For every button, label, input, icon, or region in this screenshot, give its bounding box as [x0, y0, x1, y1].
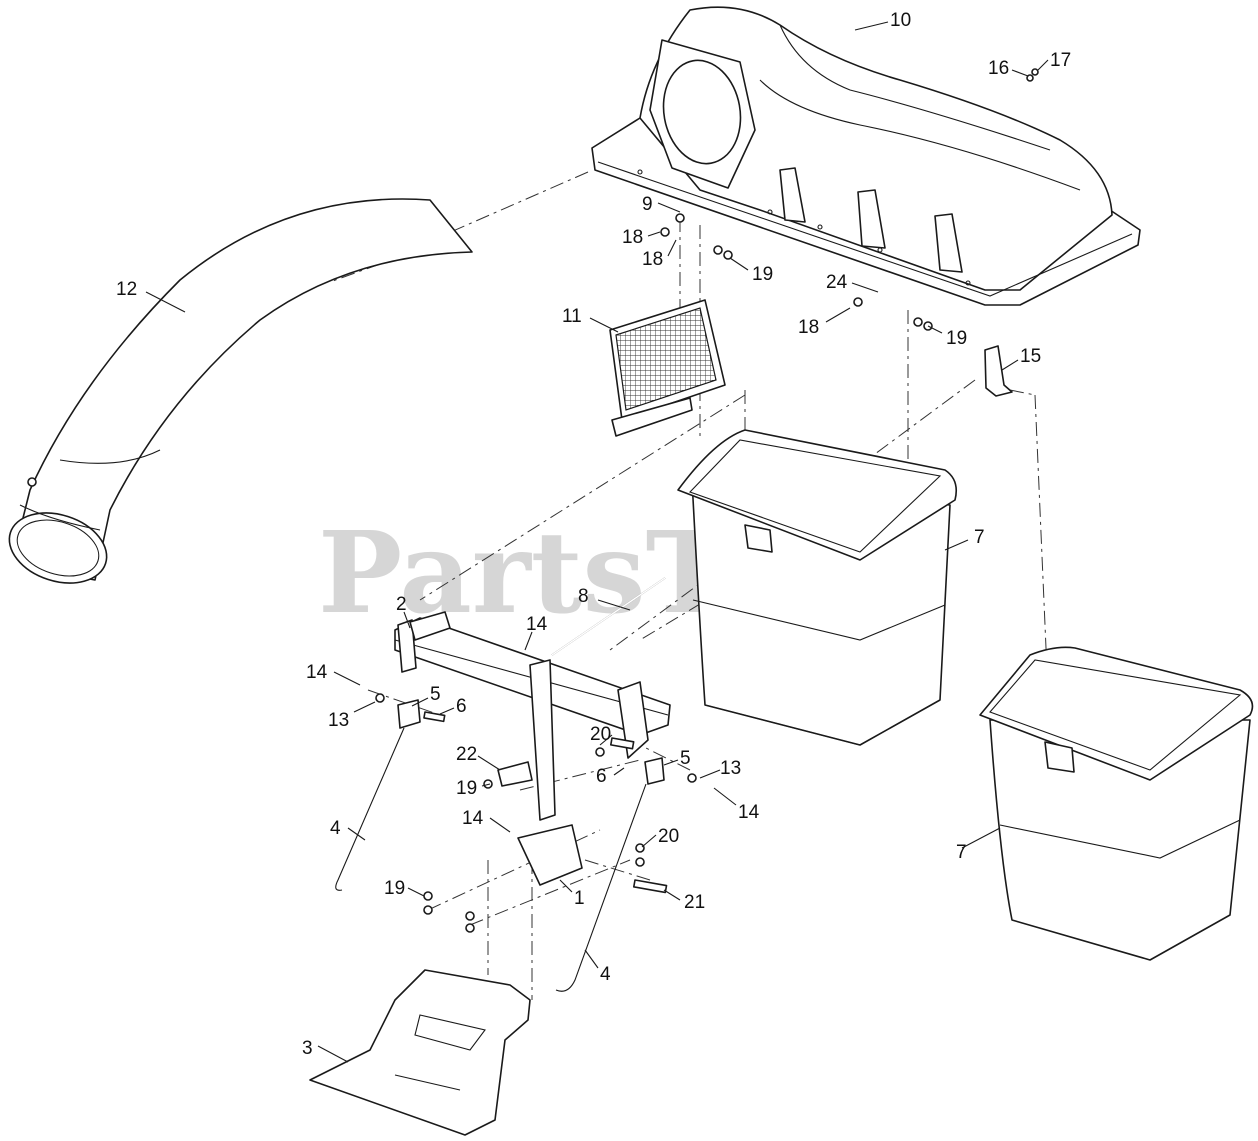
callout-14-a: 14 — [526, 614, 548, 635]
callout-19-b: 19 — [946, 328, 967, 349]
callout-11: 11 — [562, 306, 582, 327]
clevis-part-5-right — [644, 757, 665, 785]
callout-7-a: 7 — [974, 527, 985, 548]
screen-part-11 — [609, 299, 726, 437]
callout-9: 9 — [642, 194, 653, 215]
bracket-part-22 — [497, 761, 533, 787]
bag-part-7-lower — [979, 646, 1254, 961]
chute-tube-part-12 — [8, 198, 473, 584]
rod-part-4-left — [335, 727, 405, 891]
callout-19-d: 19 — [384, 878, 405, 899]
callout-10: 10 — [890, 10, 911, 31]
callout-16: 16 — [988, 58, 1009, 79]
rod-part-8 — [551, 577, 666, 656]
callout-18-c: 18 — [798, 317, 819, 338]
rod-part-4-right — [555, 783, 647, 992]
callout-8: 8 — [578, 586, 589, 607]
callout-15: 15 — [1020, 346, 1041, 367]
latch-part-15 — [984, 345, 1013, 397]
callout-14-b: 14 — [306, 662, 328, 683]
callout-4-a: 4 — [330, 818, 341, 839]
callout-24: 24 — [826, 272, 848, 293]
callout-6-a: 6 — [456, 696, 467, 717]
callout-5-a: 5 — [430, 684, 441, 705]
callout-20-b: 20 — [658, 826, 679, 847]
callouts: 10 16 17 9 18 18 19 12 24 18 19 11 15 7 … — [116, 10, 1071, 1059]
callout-20-a: 20 — [590, 724, 611, 745]
leader-lines — [145, 21, 1049, 1063]
plate-part-3 — [309, 969, 531, 1136]
callout-2: 2 — [396, 594, 407, 615]
clevis-part-5-left — [397, 699, 421, 729]
callout-21: 21 — [684, 892, 705, 913]
callout-1: 1 — [574, 888, 585, 909]
callout-19-a: 19 — [752, 264, 773, 285]
callout-12: 12 — [116, 279, 137, 300]
callout-17: 17 — [1050, 50, 1071, 71]
bracket-part-1 — [517, 824, 583, 886]
callout-3: 3 — [302, 1038, 313, 1059]
callout-14-c: 14 — [738, 802, 760, 823]
callout-22: 22 — [456, 744, 477, 765]
callout-4-b: 4 — [600, 964, 611, 985]
callout-18-a: 18 — [622, 227, 643, 248]
callout-13-a: 13 — [328, 710, 349, 731]
callout-14-d: 14 — [462, 808, 484, 829]
callout-7-b: 7 — [956, 842, 967, 863]
callout-19-c: 19 — [456, 778, 477, 799]
callout-5-b: 5 — [680, 748, 691, 769]
bag-part-7-upper — [677, 429, 958, 746]
hood-part-10 — [591, 6, 1141, 306]
frame-part-2 — [394, 611, 671, 821]
callout-18-b: 18 — [642, 249, 663, 270]
callout-6-b: 6 — [596, 766, 607, 787]
hardware — [375, 68, 1039, 933]
callout-13-b: 13 — [720, 758, 741, 779]
